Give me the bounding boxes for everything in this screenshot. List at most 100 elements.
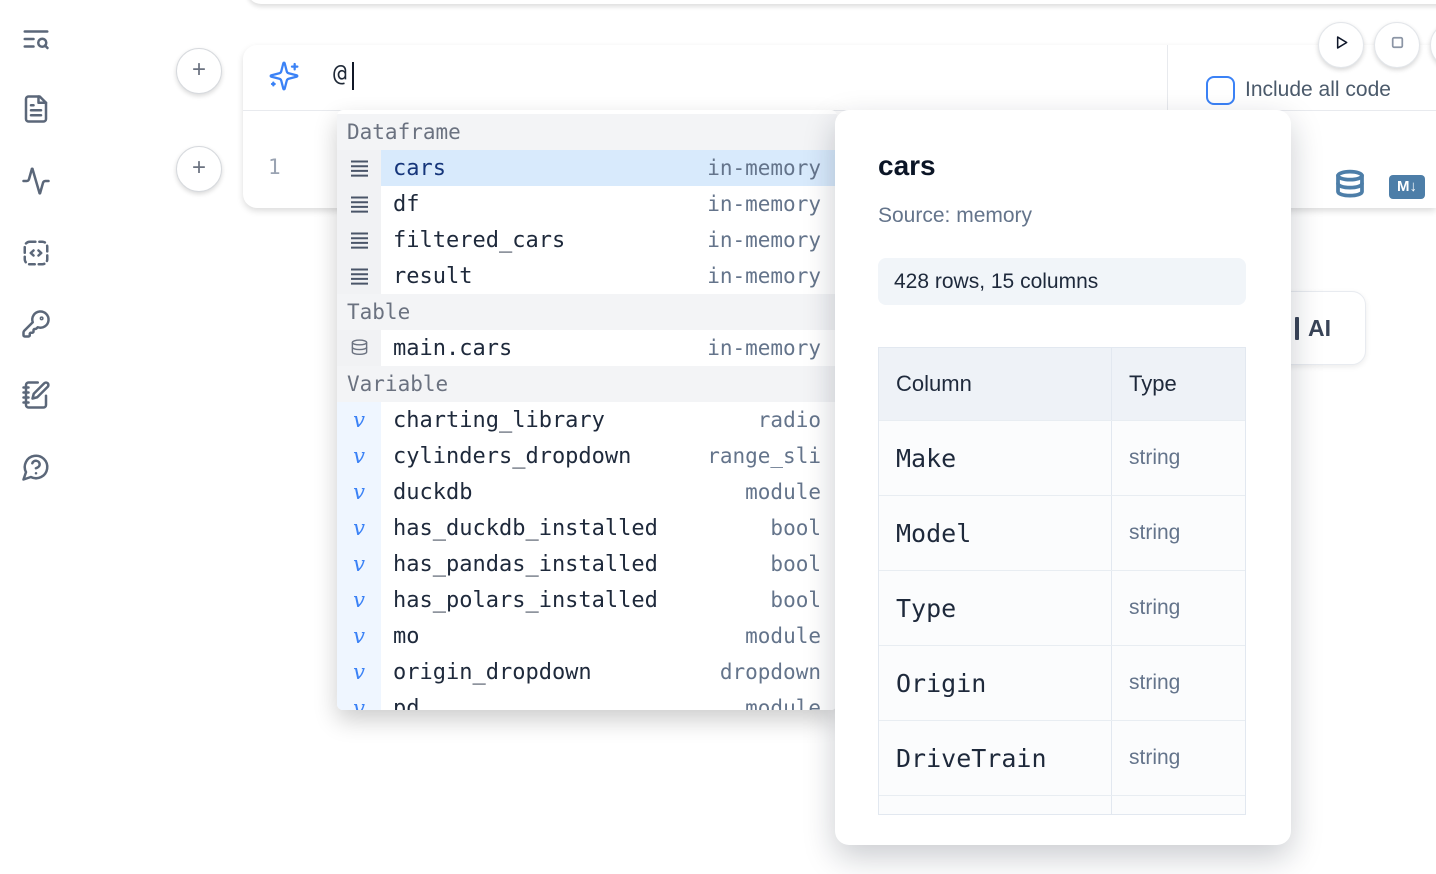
autocomplete-section-header: Table xyxy=(337,294,837,330)
text-search-icon[interactable] xyxy=(21,24,53,56)
item-name: cylinders_dropdown xyxy=(393,443,632,469)
variable-v-icon: v xyxy=(337,474,381,510)
shape-badge: 428 rows, 15 columns xyxy=(878,258,1246,305)
column-name: Origin xyxy=(896,668,987,698)
schema-header-row: Column Type xyxy=(879,348,1245,420)
item-type: module xyxy=(745,624,821,648)
schema-row: Origin string xyxy=(879,645,1245,720)
notebook-pen-icon[interactable] xyxy=(21,380,53,412)
rows-icon xyxy=(337,186,381,222)
autocomplete-section-header: Dataframe xyxy=(337,114,837,150)
item-type: bool xyxy=(770,552,821,576)
key-icon[interactable] xyxy=(21,309,53,341)
help-icon[interactable] xyxy=(21,452,53,484)
header-column: Column xyxy=(879,348,1112,420)
column-type: string xyxy=(1129,521,1181,544)
variable-v-icon: v xyxy=(337,654,381,690)
autocomplete-item[interactable]: v has_pandas_installed bool xyxy=(337,546,837,582)
item-name: pd xyxy=(393,695,420,711)
markdown-icon[interactable]: M↓ xyxy=(1389,175,1425,199)
code-snippets-icon[interactable] xyxy=(21,238,53,270)
preview-source: Source: memory xyxy=(878,204,1033,227)
schema-row-partial xyxy=(879,795,1245,814)
item-name: df xyxy=(393,191,420,217)
column-name: Make xyxy=(896,443,957,473)
item-name: origin_dropdown xyxy=(393,659,592,685)
rows-icon xyxy=(337,258,381,294)
autocomplete-item[interactable]: v cylinders_dropdown range_sli xyxy=(337,438,837,474)
text-caret xyxy=(352,62,354,90)
stop-icon xyxy=(1386,31,1409,59)
schema-row: Model string xyxy=(879,495,1245,570)
autocomplete-item[interactable]: v origin_dropdown dropdown xyxy=(337,654,837,690)
item-type: module xyxy=(745,696,821,710)
database-icon xyxy=(337,330,381,366)
column-type: string xyxy=(1129,671,1181,694)
variable-v-icon: v xyxy=(337,546,381,582)
stop-button[interactable] xyxy=(1374,22,1420,68)
item-name: has_pandas_installed xyxy=(393,551,658,577)
item-type: bool xyxy=(770,516,821,540)
occluded-letter xyxy=(1295,316,1299,340)
autocomplete-item[interactable]: v charting_library radio xyxy=(337,402,837,438)
file-text-icon[interactable] xyxy=(21,94,53,126)
previous-cell-partial xyxy=(247,0,1436,4)
ai-prompt-input[interactable]: @ xyxy=(333,61,347,87)
variable-v-icon: v xyxy=(337,510,381,546)
item-type: radio xyxy=(757,408,821,432)
item-name: has_polars_installed xyxy=(393,587,658,613)
autocomplete-section-header: Variable xyxy=(337,366,837,402)
ai-prompt-options: Include all code xyxy=(1167,45,1436,110)
variable-v-icon: v xyxy=(337,438,381,474)
run-cell-button[interactable] xyxy=(1318,22,1364,68)
item-type: in-memory xyxy=(707,192,821,216)
item-type: dropdown xyxy=(719,660,821,684)
header-type: Type xyxy=(1129,371,1177,396)
variable-v-icon: v xyxy=(337,690,381,710)
activity-icon[interactable] xyxy=(21,166,53,198)
item-name: charting_library xyxy=(393,407,605,433)
sparkles-icon xyxy=(268,60,300,92)
item-type: in-memory xyxy=(707,264,821,288)
include-all-code-label: Include all code xyxy=(1245,78,1391,101)
add-cell-button-bottom[interactable]: + xyxy=(176,146,222,192)
item-type: in-memory xyxy=(707,156,821,180)
column-type: string xyxy=(1129,596,1181,619)
autocomplete-item[interactable]: v has_duckdb_installed bool xyxy=(337,510,837,546)
item-type: in-memory xyxy=(707,336,821,360)
variable-v-icon: v xyxy=(337,618,381,654)
rows-icon xyxy=(337,150,381,186)
column-name: Type xyxy=(896,593,957,623)
ai-button-label: AI xyxy=(1308,314,1331,341)
add-cell-button-top[interactable]: + xyxy=(176,48,222,94)
item-type: range_sli xyxy=(707,444,821,468)
autocomplete-item[interactable]: df in-memory xyxy=(337,186,837,222)
item-name: has_duckdb_installed xyxy=(393,515,658,541)
dataframe-preview-panel: cars Source: memory 428 rows, 15 columns… xyxy=(835,110,1291,845)
variable-v-icon: v xyxy=(337,402,381,438)
item-type: module xyxy=(745,480,821,504)
ai-prompt-row[interactable]: @ Include all code xyxy=(243,45,1436,111)
autocomplete-item[interactable]: main.cars in-memory xyxy=(337,330,837,366)
include-all-code-checkbox[interactable] xyxy=(1206,76,1235,105)
play-icon xyxy=(1330,31,1353,59)
item-name: main.cars xyxy=(393,335,513,361)
column-name: Model xyxy=(896,518,972,548)
item-type: bool xyxy=(770,588,821,612)
column-type: string xyxy=(1129,746,1181,769)
rows-icon xyxy=(337,222,381,258)
database-icon[interactable] xyxy=(1334,168,1366,202)
item-name: mo xyxy=(393,623,420,649)
variable-v-icon: v xyxy=(337,582,381,618)
autocomplete-item[interactable]: v has_polars_installed bool xyxy=(337,582,837,618)
line-number: 1 xyxy=(268,155,281,179)
item-name: duckdb xyxy=(393,479,473,505)
